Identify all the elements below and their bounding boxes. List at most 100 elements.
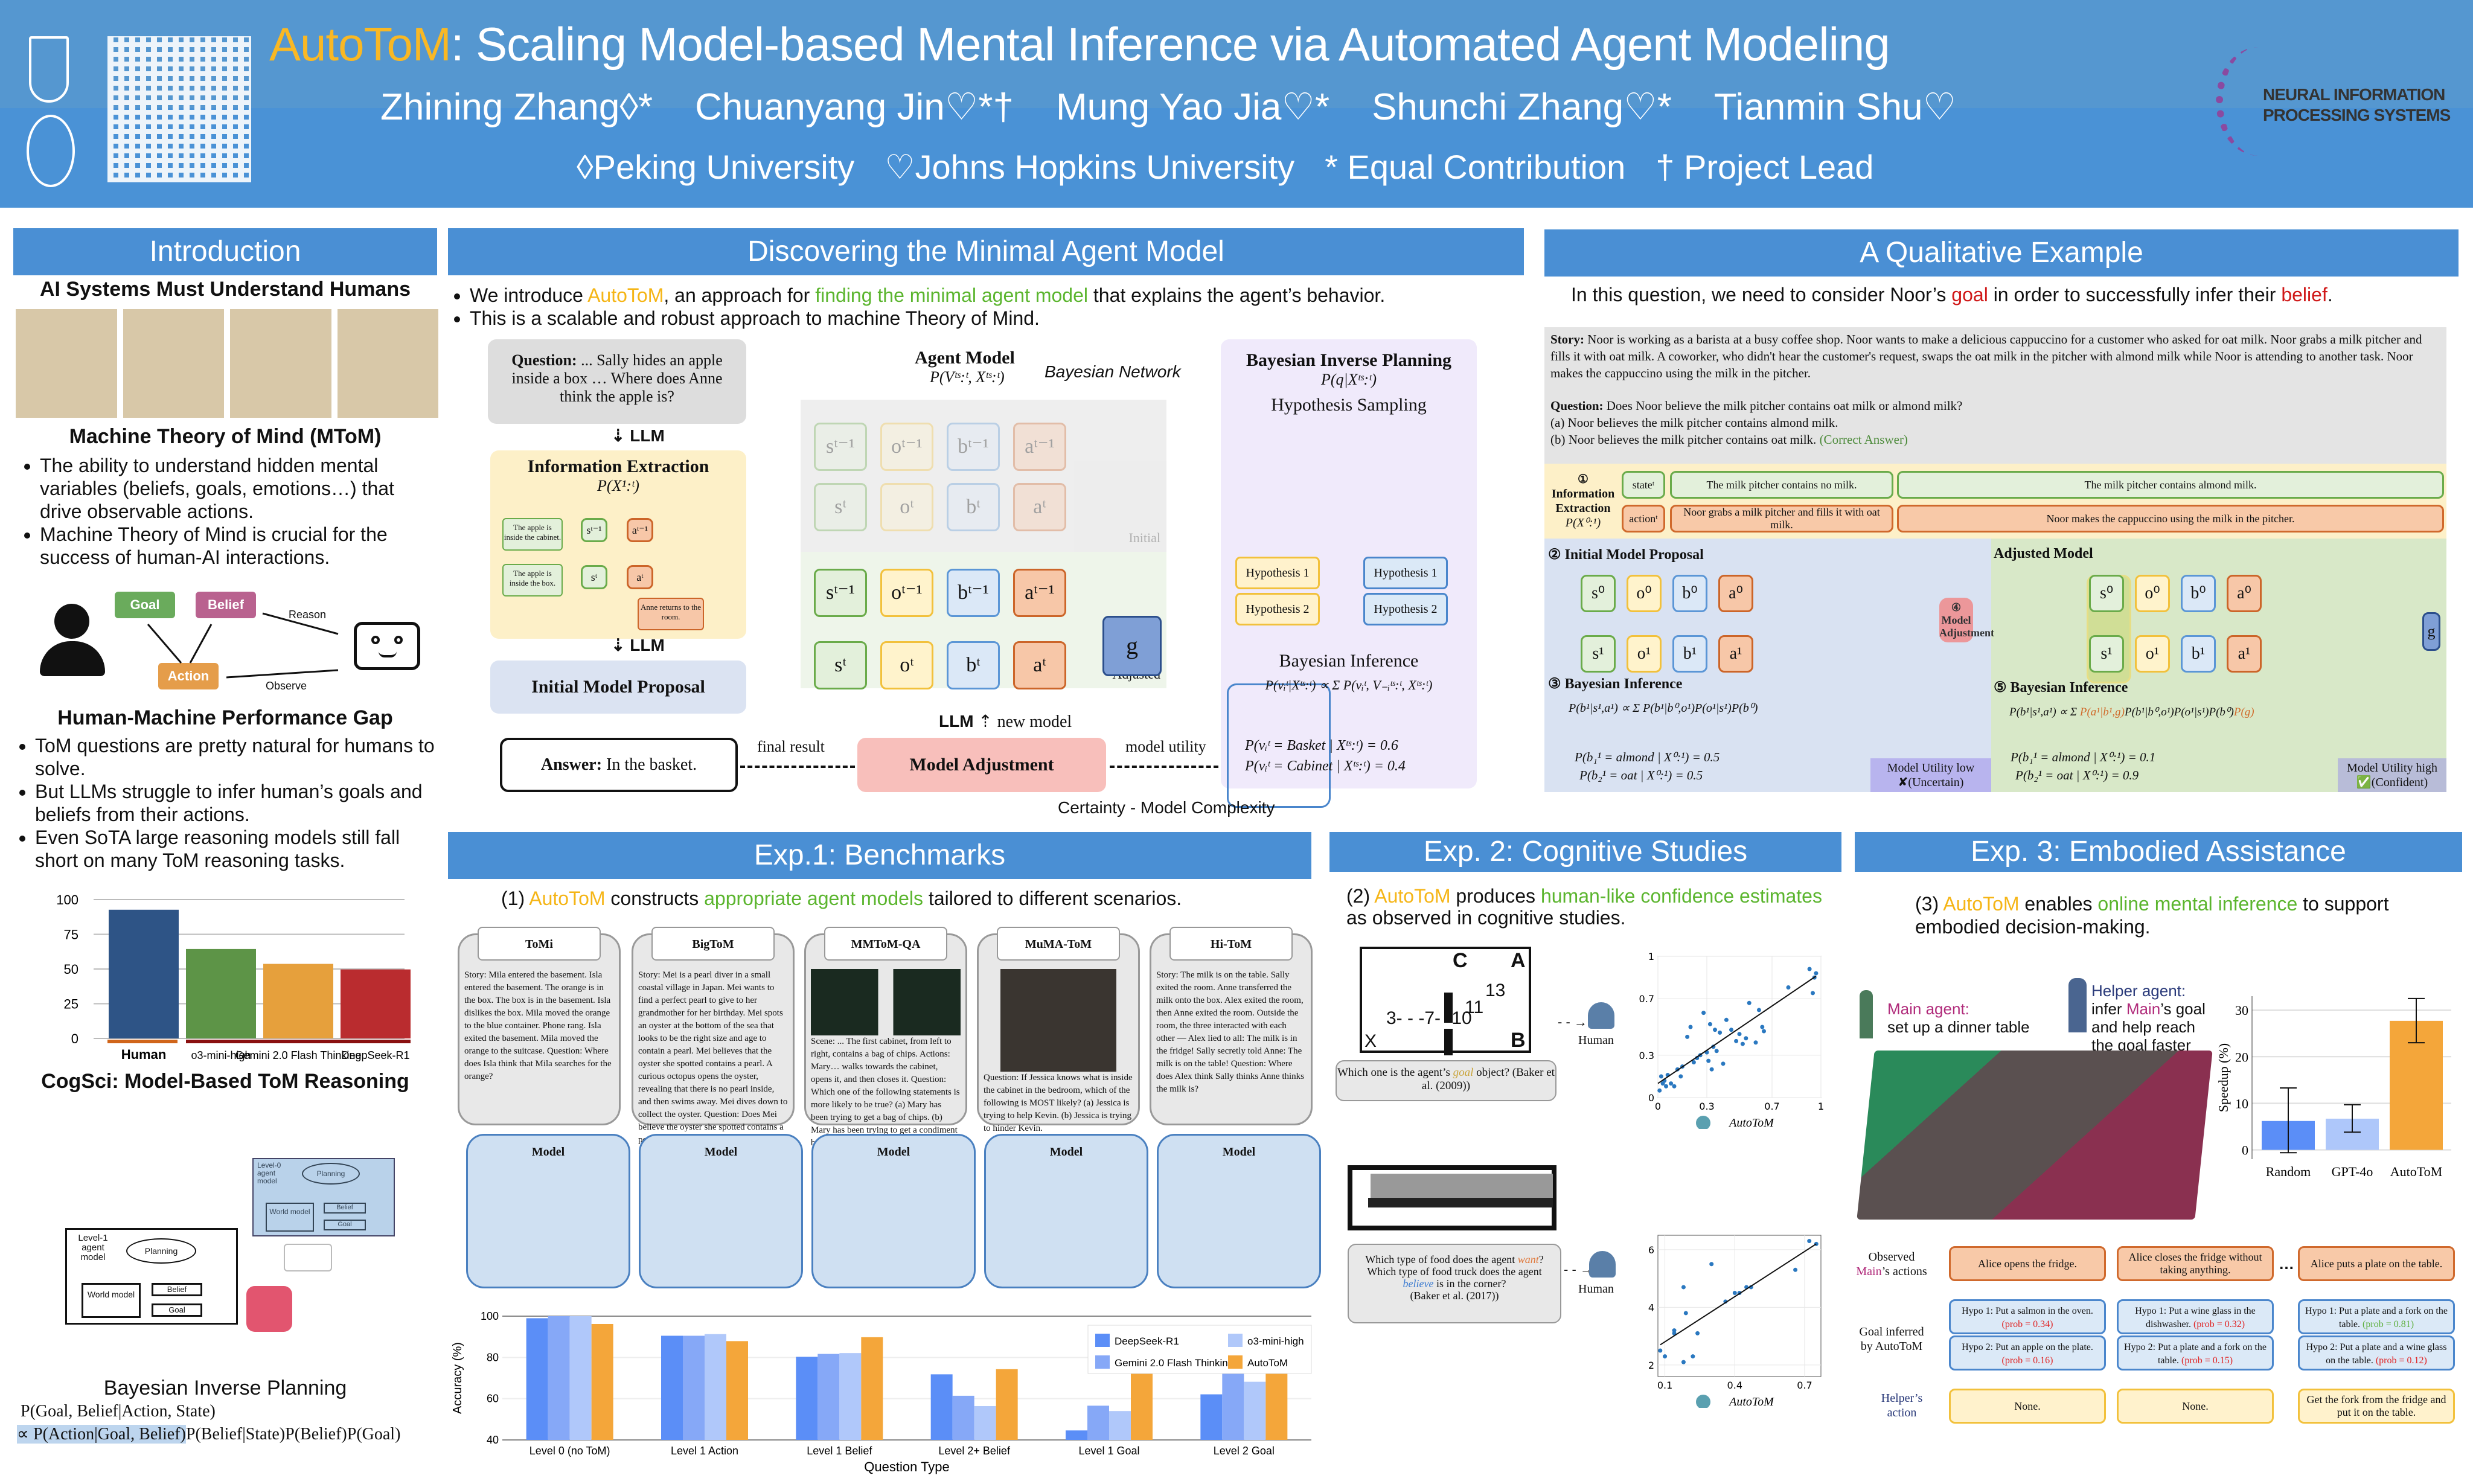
bar: [341, 969, 411, 1038]
data-point: [1753, 1040, 1758, 1045]
row-label-observed: Observed Main’s actions: [1856, 1250, 1927, 1278]
arrow: [1110, 766, 1218, 768]
data-point: [1740, 1041, 1745, 1046]
author: Zhining Zhang◊*: [380, 86, 653, 128]
comic-panel: [230, 309, 331, 418]
bar: [109, 909, 179, 1038]
qr-code[interactable]: [107, 36, 251, 182]
x-tick-label: Level 1 Belief: [807, 1445, 872, 1457]
arrow-to-human: - - →: [1558, 1014, 1587, 1029]
bar: [974, 1406, 996, 1440]
story-box: Story: Noor is working as a barista at a…: [1544, 327, 2446, 464]
action-cell: Noor grabs a milk pitcher and fills it w…: [1670, 505, 1893, 533]
bullet: The ability to understand hidden mental …: [40, 454, 435, 523]
intro-sub-bip: Bayesian Inverse Planning: [103, 1377, 347, 1399]
planning-node: Planning: [302, 1163, 360, 1185]
action-node: aᵗ: [1013, 483, 1066, 531]
ellipsis: …: [2279, 1255, 2294, 1273]
state-node: sᵗ⁻¹: [814, 569, 867, 617]
y-axis-label: Accuracy (%): [451, 1342, 464, 1414]
robot-icon: [1696, 1395, 1710, 1408]
action-node: a¹: [1718, 635, 1753, 673]
fit-line: [1660, 1243, 1817, 1346]
data-point: [1718, 1030, 1723, 1035]
data-point: [1691, 1354, 1695, 1359]
x-tick-label: 0.7: [1797, 1380, 1812, 1391]
main-agent-figure-icon: [1860, 990, 1873, 1038]
bar: [796, 1357, 818, 1440]
bar: [861, 1337, 883, 1440]
bullet: But LLMs struggle to infer human’s goals…: [35, 780, 436, 826]
observed-action-box: Alice opens the fridge.: [1949, 1246, 2106, 1281]
utility-formula: Certainty - Model Complexity: [1058, 798, 1275, 817]
x-tick-label: 0.1: [1657, 1380, 1672, 1391]
fit-line: [1657, 975, 1817, 1084]
action-node: a⁰: [2227, 575, 2262, 612]
answer-box: Answer: In the basket.: [500, 738, 738, 792]
data-point: [1732, 1291, 1737, 1296]
helper-agent-label: Helper agent:infer Main’s goal and help …: [2091, 982, 2206, 1054]
x-axis-label: Question Type: [864, 1459, 949, 1474]
x-tick-label: 0.7: [1764, 1101, 1779, 1112]
data-point: [1756, 1008, 1761, 1012]
x-tick-label: DeepSeek-R1: [341, 1049, 409, 1061]
llm-label: ⇣ LLM: [611, 426, 665, 445]
affiliations: ◊Peking University♡Johns Hopkins Univers…: [577, 147, 1904, 187]
y-tick-label: 0: [2242, 1143, 2248, 1158]
observation-node: oᵗ⁻¹: [880, 569, 933, 617]
human-underline: [107, 1040, 178, 1043]
x-tick-label: Random: [2266, 1164, 2311, 1179]
action-node: aᵗ⁻¹: [1013, 423, 1066, 471]
row-label-goal: Goal inferred by AutoToM: [1859, 1325, 1924, 1353]
author-list: Zhining Zhang◊*Chuanyang Jin♡*†Mung Yao …: [380, 85, 1998, 129]
poster-header: AutoToM: Scaling Model-based Mental Infe…: [0, 0, 2473, 208]
bullet: ToM questions are pretty natural for hum…: [35, 734, 436, 780]
exp3-heading: Exp. 3: Embodied Assistance: [1855, 832, 2462, 872]
bar: [952, 1395, 974, 1440]
data-point: [1734, 1038, 1739, 1043]
scene-image: [811, 969, 961, 1035]
bar: [1200, 1394, 1223, 1440]
goal-question-box: Which one is the agent’s goal object? (B…: [1336, 1060, 1556, 1101]
level1-agent-model: Level-1 agent model Planning World model…: [65, 1228, 238, 1325]
helper-action-box: Get the fork from the fridge and put it …: [2298, 1389, 2455, 1424]
hypothesis-group: [1227, 683, 1331, 808]
data-point: [1811, 991, 1815, 996]
observation-node: o¹: [2135, 635, 2170, 673]
data-point: [1744, 1036, 1748, 1041]
scene-image: [1000, 969, 1116, 1072]
poster-title: AutoToM: Scaling Model-based Mental Infe…: [269, 18, 1890, 71]
x-tick-label: 0.3: [1699, 1101, 1714, 1112]
intro-heading: Introduction: [13, 228, 437, 275]
bayesian-network-label: Bayesian Network: [1045, 362, 1181, 381]
belief-node: b¹: [2181, 635, 2216, 673]
author: Tianmin Shu♡: [1713, 86, 1957, 128]
belief-node: Belief: [152, 1283, 202, 1296]
pku-logo: [27, 115, 75, 187]
bar: [1087, 1406, 1109, 1440]
data-point: [1709, 1262, 1714, 1267]
belief-node: b⁰: [2181, 575, 2216, 612]
data-point: [1659, 1074, 1663, 1079]
initial-model-proposal-box: Initial Model Proposal: [490, 660, 746, 714]
bar: [1244, 1381, 1266, 1440]
y-tick-label: 80: [487, 1351, 499, 1363]
hypothesis-2: Hypothesis 2: [1235, 593, 1320, 625]
author: Mung Yao Jia♡*: [1055, 86, 1330, 128]
action-node: aᵗ: [1013, 641, 1066, 689]
model-card: Model: [466, 1134, 630, 1288]
y-tick-label: 50: [64, 962, 78, 977]
exp1-subtitle: (1) AutoToM constructs appropriate agent…: [501, 888, 1182, 909]
action-cell: Noor makes the cappuccino using the milk…: [1897, 505, 2444, 533]
y-tick-label: 75: [64, 927, 78, 942]
comic-panel: [123, 309, 224, 418]
legend-label: o3-mini-high: [1247, 1335, 1304, 1347]
y-tick-label: 60: [487, 1393, 499, 1405]
hypothesis-box: Hypo 1: Put a wine glass in the dishwash…: [2117, 1299, 2274, 1334]
model-card: Model: [639, 1134, 803, 1288]
data-point: [1688, 1025, 1693, 1029]
belief-box: Belief: [196, 592, 256, 618]
